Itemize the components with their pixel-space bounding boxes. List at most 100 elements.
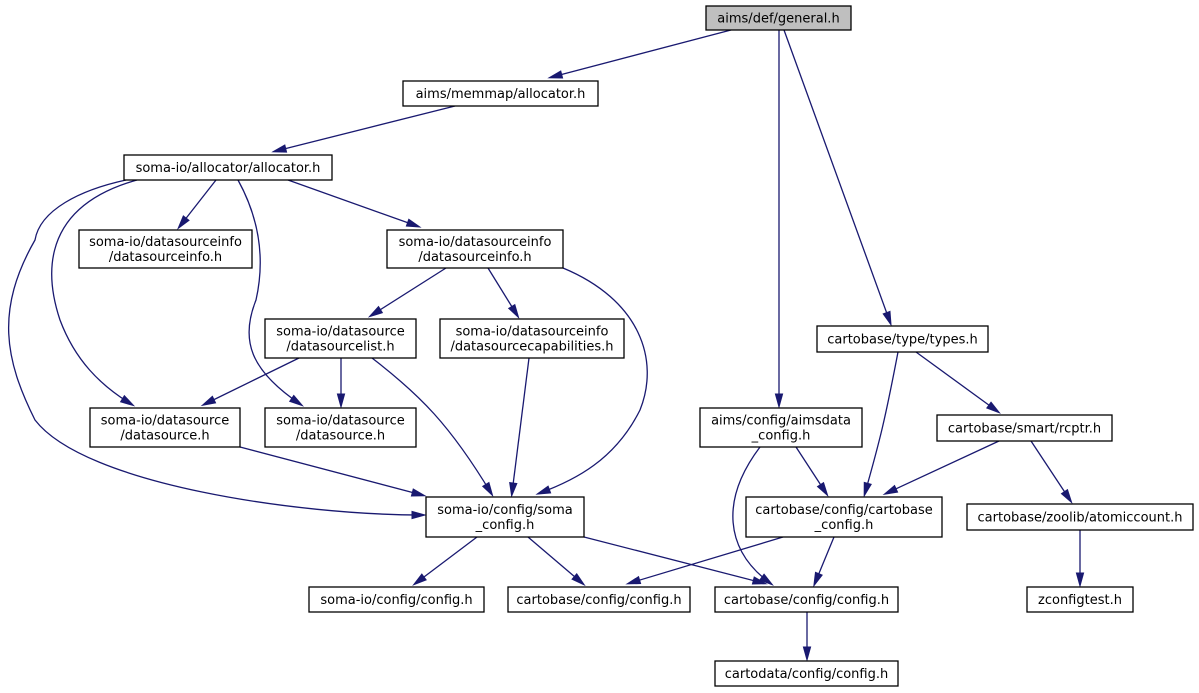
arrowhead [411, 510, 427, 520]
arrowhead [176, 215, 190, 230]
edge-atomiccount-to-zconfigtest [1075, 530, 1085, 588]
arrowhead [882, 310, 892, 327]
node-label: soma-io/config/soma [437, 503, 573, 518]
edge-aimsdata_config-to-cartobase_config [795, 446, 829, 498]
node-label: /datasourceinfo.h [109, 250, 222, 265]
edge-dsi_right-to-dscap [487, 267, 520, 320]
node-label: aims/memmap/allocator.h [416, 87, 586, 102]
node-dscap[interactable]: soma-io/datasourceinfo/datasourcecapabil… [439, 318, 625, 359]
arrowhead [571, 572, 586, 587]
node-general[interactable]: aims/def/general.h [705, 5, 852, 31]
node-label: cartobase/zoolib/atomiccount.h [978, 511, 1183, 526]
node-box [308, 586, 485, 613]
arrowhead [802, 646, 812, 662]
arrowhead [547, 70, 564, 79]
node-cartobase_config[interactable]: cartobase/config/cartobase_config.h [745, 496, 943, 538]
node-box [425, 496, 585, 538]
node-dsi_right[interactable]: soma-io/datasourceinfo/datasourceinfo.h [386, 229, 564, 269]
edge-line [237, 179, 301, 405]
node-carto_cfg_b[interactable]: cartobase/config/config.h [714, 586, 899, 613]
node-soma_config[interactable]: soma-io/config/soma_config.h [425, 496, 585, 538]
node-zconfigtest[interactable]: zconfigtest.h [1026, 586, 1134, 613]
root-node-box [705, 5, 852, 31]
edge-line [51, 179, 138, 405]
edge-allocator_soma-to-soma_config [7, 179, 427, 520]
edge-dslist-to-ds_left [200, 357, 300, 407]
arrowhead [119, 394, 136, 407]
node-box [507, 586, 691, 613]
node-atomiccount[interactable]: cartobase/zoolib/atomiccount.h [966, 503, 1194, 531]
arrowhead [625, 575, 642, 585]
arrowhead [986, 401, 1001, 414]
node-box [714, 586, 899, 613]
node-label: _config.h [751, 429, 811, 444]
edge-ds_left-to-soma_config [239, 446, 427, 497]
arrowhead [1075, 572, 1085, 588]
edge-rcptr-to-cartobase_config [882, 440, 1000, 496]
node-box [78, 229, 253, 269]
arrowhead [813, 571, 823, 588]
node-allocator_soma[interactable]: soma-io/allocator/allocator.h [123, 154, 333, 181]
node-label: aims/config/aimsdata [711, 414, 851, 429]
node-rcptr[interactable]: cartobase/smart/rcptr.h [936, 414, 1113, 442]
node-ds_mid[interactable]: soma-io/datasource/datasource.h [264, 407, 417, 448]
edge-allocator_soma-to-ds_left [51, 179, 138, 407]
node-label: cartobase/config/cartobase [755, 503, 933, 518]
node-label: soma-io/datasource [276, 414, 404, 429]
node-box [123, 154, 333, 181]
node-box [699, 407, 863, 448]
node-label: _config.h [814, 518, 874, 533]
node-carto_cfg_a[interactable]: cartobase/config/config.h [507, 586, 691, 613]
edge-line [629, 536, 784, 584]
node-label: aims/def/general.h [717, 12, 839, 27]
node-dsi_left[interactable]: soma-io/datasourceinfo/datasourceinfo.h [78, 229, 253, 269]
edge-dsi_right-to-dslist [367, 267, 447, 318]
edge-line [204, 357, 300, 405]
node-label: soma-io/datasourceinfo [399, 235, 552, 250]
edge-general-to-allocator_aims [547, 29, 732, 79]
edge-carto_cfg_b-to-cartodata_cfg [802, 612, 812, 662]
node-soma_cfg_h[interactable]: soma-io/config/config.h [308, 586, 485, 613]
edge-line [7, 179, 423, 516]
node-box [402, 80, 599, 107]
node-ds_left[interactable]: soma-io/datasource/datasource.h [89, 407, 241, 448]
edge-line [239, 446, 423, 496]
edge-line [886, 440, 1000, 494]
arrowhead [774, 393, 784, 409]
node-cartodata_cfg[interactable]: cartodata/config/config.h [714, 660, 899, 687]
edge-allocator_aims-to-allocator_soma [271, 105, 456, 153]
node-label: cartobase/smart/rcptr.h [948, 422, 1101, 437]
edge-line [527, 536, 583, 584]
node-dslist[interactable]: soma-io/datasource/datasourcelist.h [264, 318, 417, 359]
node-box [89, 407, 241, 448]
edge-dsi_right-to-soma_config [535, 267, 648, 495]
edge-line [583, 536, 764, 584]
arrowhead [200, 395, 217, 407]
arrowhead [288, 394, 305, 407]
edge-line [415, 536, 478, 584]
arrowhead [336, 393, 346, 409]
edge-dslist-to-ds_mid [336, 358, 346, 409]
node-label: /datasourcecapabilities.h [450, 340, 613, 355]
node-aimsdata_config[interactable]: aims/config/aimsdata_config.h [699, 407, 863, 448]
edge-soma_config-to-carto_cfg_a [527, 536, 586, 587]
node-box [1026, 586, 1134, 613]
node-label: zconfigtest.h [1038, 593, 1122, 608]
arrowhead [412, 573, 427, 586]
arrowhead [535, 485, 552, 495]
arrowhead [481, 481, 494, 498]
node-box [264, 318, 417, 359]
node-allocator_aims[interactable]: aims/memmap/allocator.h [402, 80, 599, 107]
node-label: /datasource.h [120, 429, 209, 444]
edge-line [371, 357, 492, 494]
edge-line [551, 29, 732, 78]
arrowhead [882, 484, 899, 496]
edge-line [371, 267, 447, 316]
node-box [386, 229, 564, 269]
edge-allocator_soma-to-dsi_right [287, 179, 422, 228]
edge-line [511, 357, 530, 494]
arrowhead [816, 481, 829, 498]
arrowhead [405, 218, 422, 228]
node-types[interactable]: cartobase/type/types.h [816, 325, 989, 353]
edge-general-to-aimsdata_config [774, 30, 784, 409]
